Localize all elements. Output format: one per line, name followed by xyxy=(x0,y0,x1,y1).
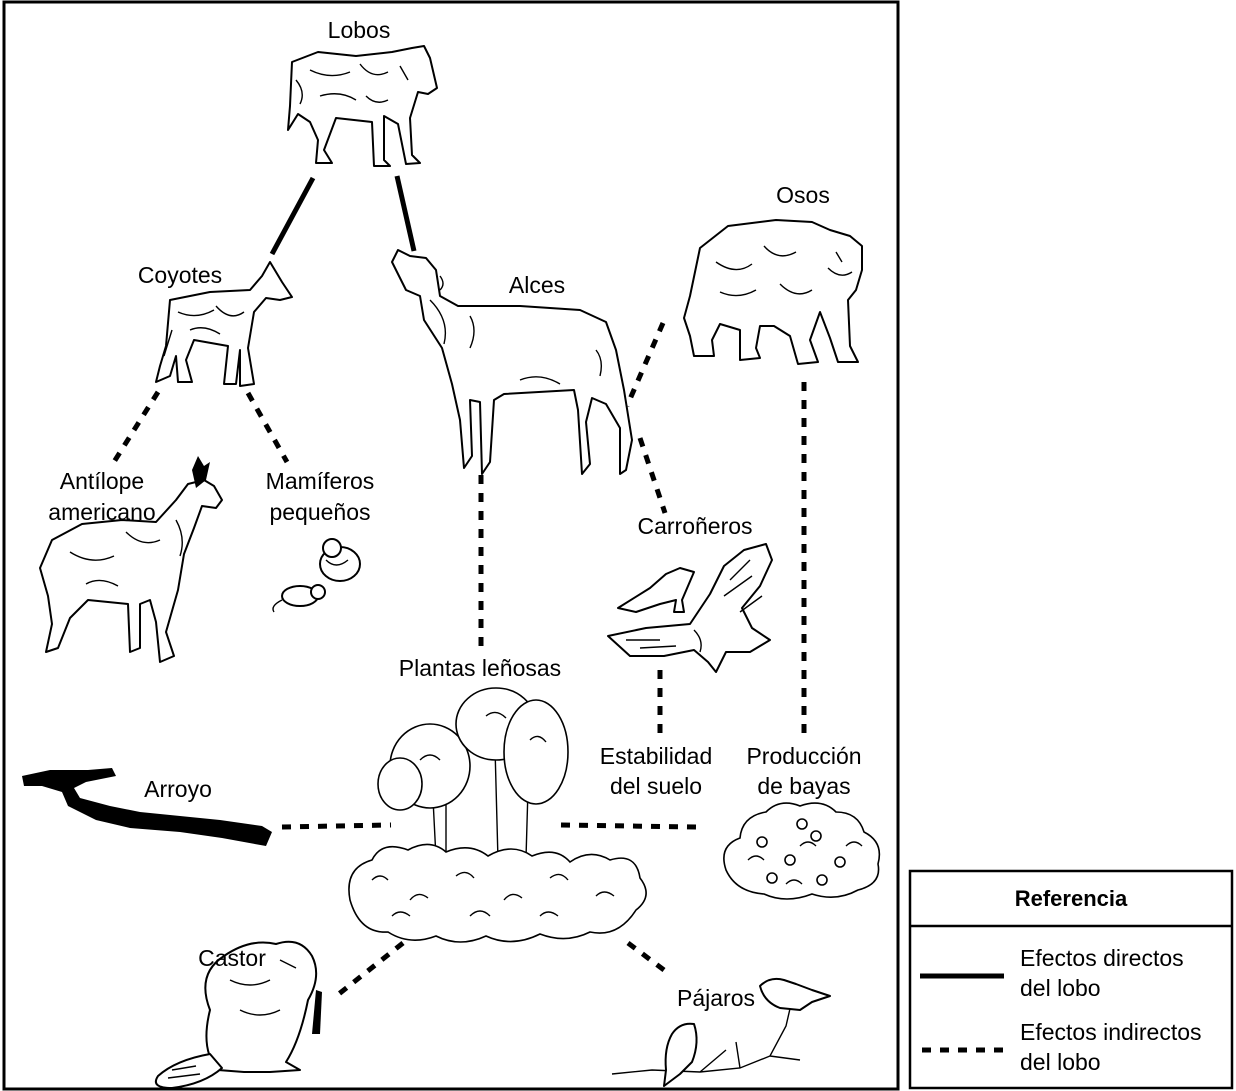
bear-icon xyxy=(684,220,862,364)
woody-plants-icon xyxy=(349,688,646,942)
indirect-plants-birds-line xyxy=(628,943,668,973)
legend-indirect-line2: del lobo xyxy=(1020,1049,1101,1075)
label-soil-stability-line2: del suelo xyxy=(610,773,702,799)
scavenger-birds-icon xyxy=(608,544,772,672)
beaver-stick xyxy=(312,990,322,1034)
label-berry-production-line1: Producción xyxy=(746,743,861,769)
label-beaver: Castor xyxy=(198,945,266,971)
label-pronghorn-line1: Antílope xyxy=(60,468,144,494)
label-birds: Pájaros xyxy=(677,985,755,1011)
beaver-tail xyxy=(156,1054,222,1088)
berry-bush-icon xyxy=(724,803,880,899)
label-small-mammals-line2: pequeños xyxy=(269,499,370,525)
label-coyotes: Coyotes xyxy=(138,262,222,288)
direct-wolf-elk-line xyxy=(397,176,414,251)
indirect-plants-berries-line xyxy=(561,825,697,827)
label-elk: Alces xyxy=(509,272,565,298)
label-wolves: Lobos xyxy=(328,17,391,43)
indirect-coyote-pronghorn-line xyxy=(112,392,158,465)
label-pronghorn-line2: americano xyxy=(48,499,155,525)
direct-wolf-coyote-line xyxy=(272,178,313,254)
legend: Referencia Efectos directos del lobo Efe… xyxy=(910,871,1232,1088)
legend-title: Referencia xyxy=(1015,886,1128,911)
label-bears: Osos xyxy=(776,182,830,208)
label-stream: Arroyo xyxy=(144,776,212,802)
label-woody-plants: Plantas leñosas xyxy=(399,655,561,681)
indirect-bear-elk-line xyxy=(627,323,663,406)
indirect-elk-scavengers-line xyxy=(640,438,665,513)
legend-direct-line2: del lobo xyxy=(1020,975,1101,1001)
small-mammals-icon xyxy=(273,539,360,612)
legend-indirect-line1: Efectos indirectos xyxy=(1020,1019,1202,1045)
indirect-stream-plants-line xyxy=(282,825,391,827)
label-soil-stability-line1: Estabilidad xyxy=(600,743,713,769)
label-small-mammals-line1: Mamíferos xyxy=(266,468,375,494)
indirect-plants-beaver-line xyxy=(335,943,403,997)
wolf-icon xyxy=(288,46,437,166)
legend-direct-line1: Efectos directos xyxy=(1020,945,1184,971)
label-scavengers: Carroñeros xyxy=(637,513,752,539)
label-berry-production-line2: de bayas xyxy=(757,773,850,799)
indirect-coyote-smallmammals-line xyxy=(248,393,287,462)
